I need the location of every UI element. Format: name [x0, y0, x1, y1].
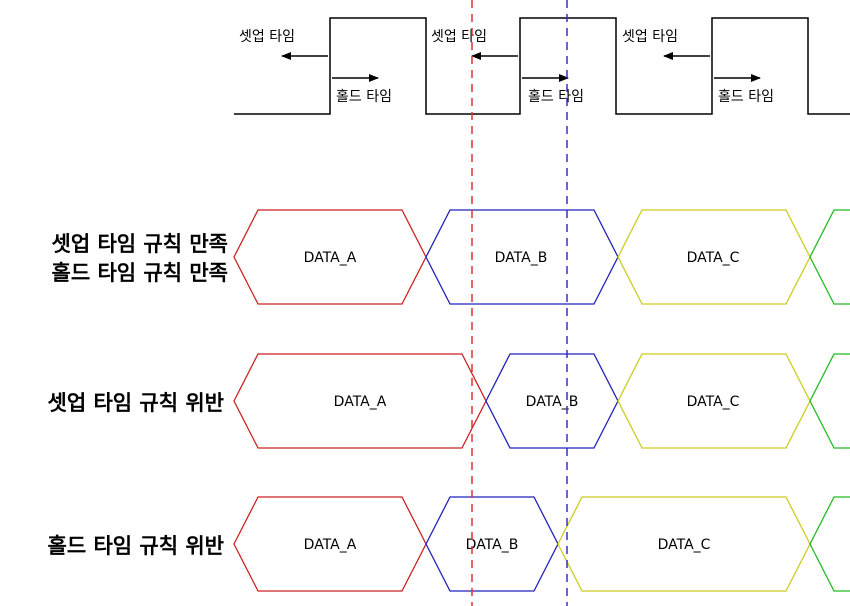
row-label: 셋업 타임 규칙 만족 — [52, 232, 229, 256]
row-label: 홀드 타임 규칙 만족 — [52, 261, 229, 285]
bus-label: DATA_C — [687, 394, 740, 410]
bus-label: DATA_C — [658, 537, 711, 553]
bus-segment — [809, 353, 850, 449]
setup-time-annotation: 셋업 타임 — [431, 29, 487, 45]
hold-time-annotation: 홀드 타임 — [718, 89, 774, 105]
bus-label: DATA_A — [334, 394, 387, 410]
clock-waveform — [234, 17, 850, 115]
bus-label: DATA_B — [526, 394, 579, 410]
hold-time-annotation: 홀드 타임 — [336, 89, 392, 105]
bus-label: DATA_B — [495, 250, 548, 266]
bus-segment — [809, 209, 850, 305]
bus-label: DATA_A — [304, 250, 357, 266]
bus-segment — [809, 496, 850, 592]
row-label: 홀드 타임 규칙 위반 — [48, 534, 225, 558]
bus-label: DATA_A — [304, 537, 357, 553]
bus-label: DATA_B — [466, 537, 519, 553]
row-label: 셋업 타임 규칙 위반 — [48, 391, 225, 415]
setup-time-annotation: 셋업 타임 — [239, 29, 295, 45]
bus-label: DATA_C — [687, 250, 740, 266]
setup-time-annotation: 셋업 타임 — [622, 29, 678, 45]
hold-time-annotation: 홀드 타임 — [528, 89, 584, 105]
